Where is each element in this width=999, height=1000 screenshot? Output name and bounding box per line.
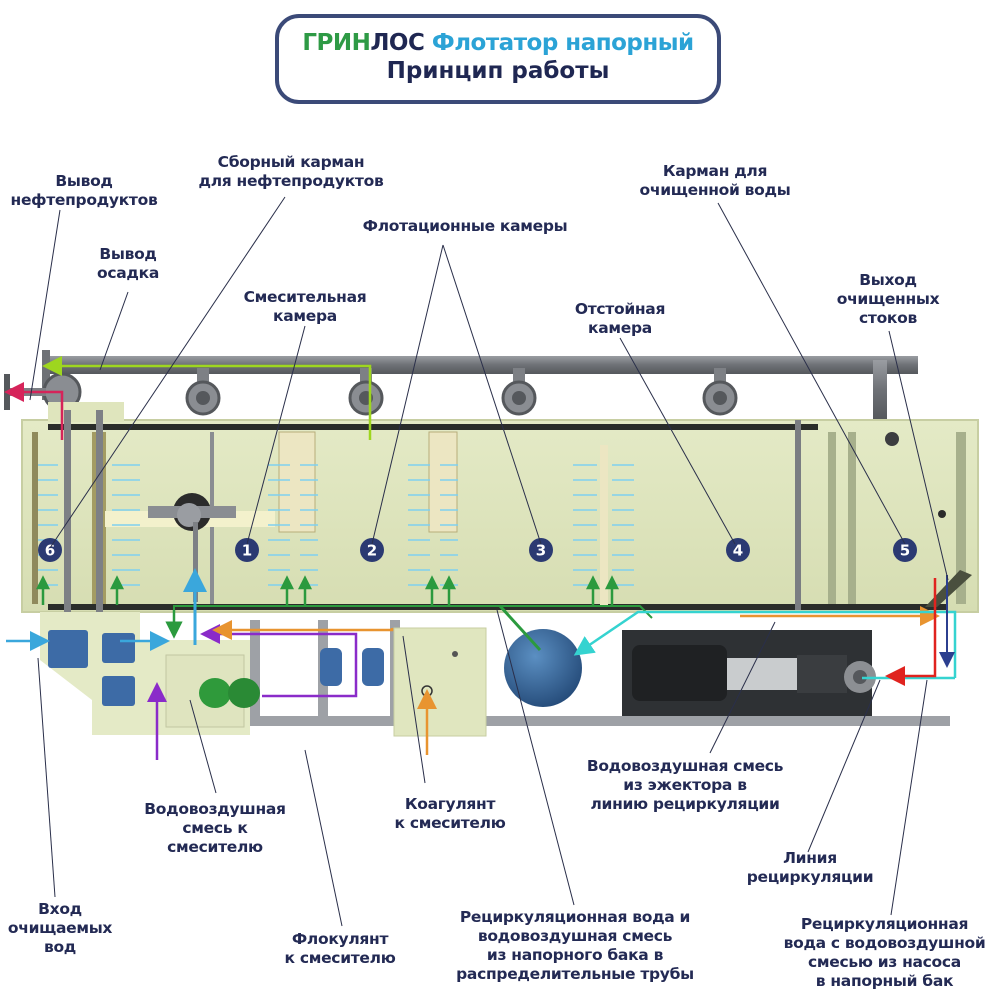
badge-circle bbox=[726, 538, 750, 562]
distribution-box-2 bbox=[428, 431, 458, 533]
label-recirc-distribution: Рециркуляционная вода и водовоздушная см… bbox=[456, 908, 694, 983]
label-oil-pocket: Сборный карман для нефтепродуктов bbox=[198, 153, 384, 190]
baffle-plate bbox=[925, 570, 972, 607]
air-up-arrow bbox=[109, 575, 125, 605]
mixer-feed-pipe bbox=[193, 522, 198, 602]
flocculant-line bbox=[200, 624, 358, 698]
badge-number: 4 bbox=[733, 542, 743, 560]
air-up-arrow bbox=[424, 575, 440, 605]
chamber-badge-4: 4 bbox=[726, 538, 750, 562]
coagulant-tank bbox=[393, 627, 487, 737]
inlet-pump[interactable] bbox=[48, 630, 88, 668]
top-sludge-pipe bbox=[44, 356, 918, 374]
distribution-box-1 bbox=[278, 431, 316, 533]
badge-circle bbox=[529, 538, 553, 562]
label-coagulant: Коагулянт к смесителю bbox=[394, 795, 506, 832]
brand-name-part-2: ЛОС bbox=[370, 30, 425, 56]
chamber-badge-1: 1 bbox=[235, 538, 259, 562]
label-sludge-outlet: Вывод осадка bbox=[97, 245, 159, 282]
distribution-column-3 bbox=[600, 445, 608, 605]
drain-port bbox=[938, 510, 946, 518]
recirc-pump-eye bbox=[853, 670, 867, 684]
coagulant-line bbox=[212, 620, 394, 640]
badge-number: 6 bbox=[45, 542, 55, 560]
badge-number: 1 bbox=[242, 542, 252, 560]
chamber-badge-5: 5 bbox=[893, 538, 917, 562]
air-up-arrow bbox=[441, 575, 457, 605]
title-frame: ГРИНЛОС Флотатор напорный Принцип работы bbox=[275, 14, 721, 104]
label-clean-outlet: Выход очищенных стоков bbox=[836, 271, 940, 327]
air-up-arrow bbox=[35, 575, 51, 605]
oil-pocket-box bbox=[48, 402, 124, 422]
label-pump-to-tank: Рециркуляционная вода с водовоздушной см… bbox=[783, 915, 986, 990]
inlet-pump-gearbox[interactable] bbox=[102, 676, 135, 706]
badge-circle bbox=[893, 538, 917, 562]
pump-return-flow bbox=[885, 578, 937, 686]
sludge-flow-arrow bbox=[42, 356, 372, 440]
air-arrows bbox=[35, 575, 620, 605]
badge-circle bbox=[360, 538, 384, 562]
chamber-badge-6: 6 bbox=[38, 538, 62, 562]
recirc-to-tank-flow bbox=[573, 610, 957, 678]
pressure-tank bbox=[504, 629, 582, 707]
chamber-badges: 1 2 3 4 5 6 bbox=[38, 538, 917, 562]
air-up-arrow bbox=[585, 575, 601, 605]
air-up-arrow bbox=[279, 575, 295, 605]
outlet-riser-pipe bbox=[873, 360, 887, 420]
valve[interactable] bbox=[702, 368, 738, 416]
title-line-1: ГРИНЛОС Флотатор напорный bbox=[279, 30, 717, 56]
sludge-valves bbox=[4, 368, 738, 416]
badge-number: 5 bbox=[900, 542, 910, 560]
outlet-port bbox=[885, 432, 899, 446]
brand-name-part-1: ГРИН bbox=[302, 30, 371, 56]
valve[interactable] bbox=[501, 368, 537, 416]
label-air-water-to-mixer: Водовоздушная смесь к смесителю bbox=[144, 800, 286, 856]
subtitle: Принцип работы bbox=[386, 58, 610, 84]
coagulant-tank-port bbox=[452, 651, 458, 657]
label-ejector-mix: Водовоздушная смесь из эжектора в линию … bbox=[586, 757, 784, 813]
product-name: Флотатор напорный bbox=[431, 30, 694, 56]
top-rail bbox=[48, 424, 818, 430]
label-settling-chamber: Отстойная камера bbox=[574, 300, 666, 337]
dosing-pumps[interactable] bbox=[320, 648, 384, 686]
leader-lines bbox=[29, 196, 949, 927]
badge-circle bbox=[38, 538, 62, 562]
valve[interactable] bbox=[348, 368, 384, 416]
recirc-pump-head bbox=[797, 655, 847, 693]
label-clean-water-pocket: Карман для очищенной воды bbox=[639, 162, 791, 199]
badge-number: 3 bbox=[536, 542, 546, 560]
label-flotation-chambers: Флотационные камеры bbox=[362, 217, 568, 235]
label-inlet: Вход очищаемых вод bbox=[7, 900, 113, 956]
inlet-pump-motor[interactable] bbox=[102, 633, 135, 663]
badge-circle bbox=[235, 538, 259, 562]
chamber-badge-3: 3 bbox=[529, 538, 553, 562]
label-oil-outlet: Вывод нефтепродуктов bbox=[10, 172, 158, 209]
chamber-badge-2: 2 bbox=[360, 538, 384, 562]
bubble-jets bbox=[38, 464, 634, 586]
label-recirc-line: Линия рециркуляции bbox=[746, 849, 874, 886]
air-up-arrow bbox=[604, 575, 620, 605]
badge-number: 2 bbox=[367, 542, 377, 560]
oil-pocket-pipes bbox=[64, 410, 103, 630]
air-up-arrow bbox=[297, 575, 313, 605]
flocculant-motor[interactable] bbox=[199, 678, 260, 708]
recirc-pump-motor[interactable] bbox=[632, 645, 727, 701]
recirc-pump-coupling bbox=[727, 658, 797, 690]
oil-flow-arrow bbox=[4, 382, 64, 440]
label-mixing-chamber: Смесительная камера bbox=[243, 288, 367, 325]
mixer-hub bbox=[177, 503, 201, 527]
label-flocculant: Флокулянт к смесителю bbox=[284, 930, 396, 967]
valve[interactable] bbox=[185, 368, 221, 416]
recirc-distribution-flow bbox=[498, 604, 542, 652]
